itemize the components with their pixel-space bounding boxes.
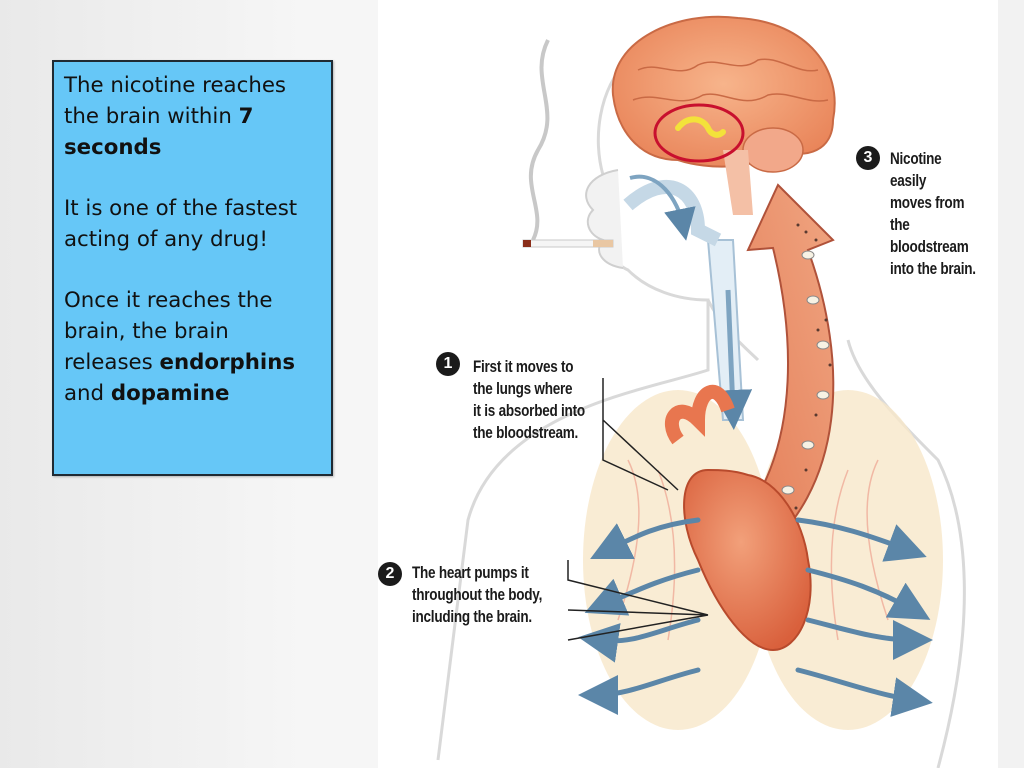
step-1-line: it is absorbed into <box>473 402 585 420</box>
step-2-line: The heart pumps it <box>412 564 529 582</box>
step-1-line: First it moves to <box>473 358 574 376</box>
reward-pathway <box>675 116 726 138</box>
paragraph-timing: The nicotine reaches the brain within 7 … <box>64 70 322 163</box>
step-3-marker: 3 <box>856 146 880 170</box>
endorphins-text: endorphins <box>159 350 296 375</box>
step-2-marker: 2 <box>378 562 402 586</box>
step-2-label: The heart pumps it throughout the body, … <box>412 562 542 628</box>
slide-right-margin <box>998 0 1024 768</box>
release-text: Once it reaches the brain, the brain rel… <box>64 288 273 375</box>
step-2-line: throughout the body, <box>412 586 543 604</box>
reward-area-highlight <box>653 103 745 163</box>
cerebellum <box>742 127 804 173</box>
paragraph-fast-acting: It is one of the fastest acting of any d… <box>64 196 298 252</box>
aorta <box>665 384 735 445</box>
step-3-line: moves from the <box>890 194 965 234</box>
callout-lines <box>567 378 709 641</box>
brainstem <box>723 150 753 215</box>
smoke-trail <box>528 39 550 241</box>
nicotine-pathway-illustration: 1 First it moves to the lungs where it i… <box>378 0 998 768</box>
step-2-line: including the brain. <box>412 608 532 626</box>
heart <box>683 468 812 652</box>
and-text: and <box>64 381 111 406</box>
step-1-marker: 1 <box>436 352 460 376</box>
step-1-line: the lungs where <box>473 380 573 398</box>
step-3-label: Nicotine easily moves from the bloodstre… <box>890 148 979 280</box>
anatomy-drawing <box>436 15 966 768</box>
step-3-line: Nicotine easily <box>890 150 942 190</box>
face-outline <box>585 169 624 269</box>
dopamine-text: dopamine <box>110 381 230 406</box>
airflow-arrows <box>578 517 933 717</box>
step-1-label: First it moves to the lungs where it is … <box>473 356 585 444</box>
step-1-line: the bloodstream. <box>473 424 579 442</box>
step-3-line: bloodstream <box>890 238 969 256</box>
paragraph-release: Once it reaches the brain, the brain rel… <box>64 285 322 409</box>
bloodstream-to-brain-arrow <box>721 183 835 562</box>
info-textbox: The nicotine reaches the brain within 7 … <box>52 60 333 476</box>
timing-highlight: 7 seconds <box>64 104 254 160</box>
timing-text: The nicotine reaches the brain within <box>64 73 287 129</box>
step-3-line: into the brain. <box>890 260 976 278</box>
